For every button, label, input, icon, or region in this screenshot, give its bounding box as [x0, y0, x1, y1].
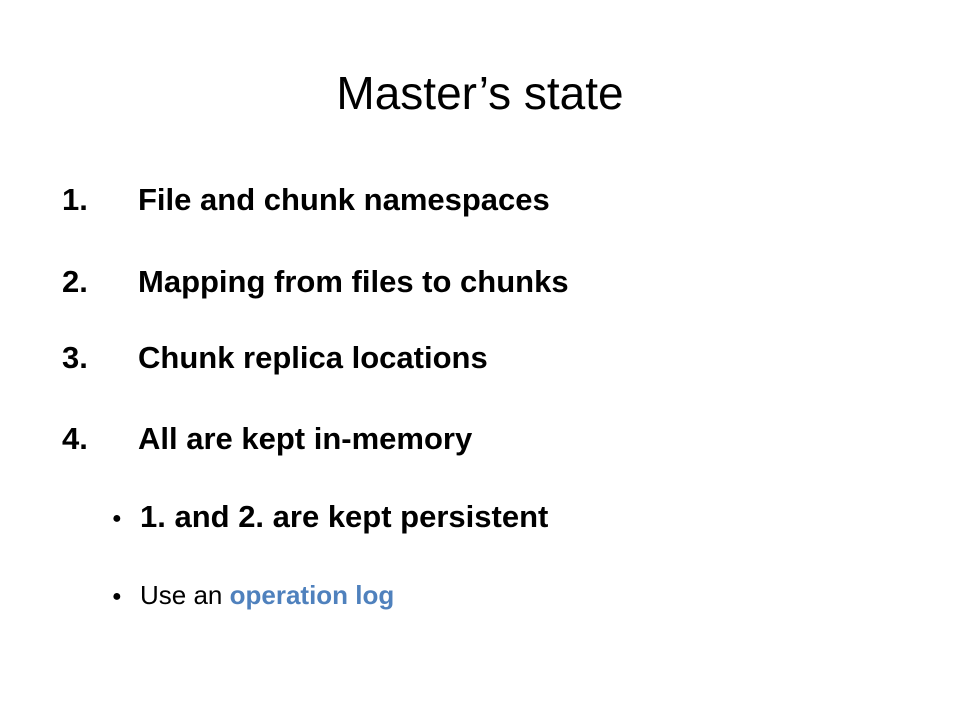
slide-title: Master’s state	[336, 67, 624, 119]
sub-list-item-text: 1. and 2. are kept persistent	[140, 499, 549, 534]
sub-list-item: ● Use an operation log	[112, 575, 394, 617]
bullet-icon: ●	[112, 588, 122, 606]
list-item-text: File and chunk namespaces	[138, 182, 550, 217]
list-item-number: 3.	[62, 340, 88, 375]
list-item-number: 4.	[62, 421, 88, 456]
list-item: 4. All are kept in-memory	[62, 419, 472, 459]
sub-list-item: ● 1. and 2. are kept persistent	[112, 497, 548, 539]
highlighted-term: operation log	[229, 580, 395, 610]
list-item-text: All are kept in-memory	[138, 421, 473, 456]
list-item: 2. Mapping from files to chunks	[62, 262, 569, 302]
sub-list-item-text: Use an	[140, 580, 230, 610]
list-item-number: 2.	[62, 264, 88, 299]
list-item-number: 1.	[62, 182, 88, 217]
list-item: 3. Chunk replica locations	[62, 338, 488, 378]
list-item: 1. File and chunk namespaces	[62, 180, 550, 220]
list-item-text: Mapping from files to chunks	[138, 264, 569, 299]
bullet-icon: ●	[112, 509, 122, 527]
list-item-text: Chunk replica locations	[138, 340, 488, 375]
